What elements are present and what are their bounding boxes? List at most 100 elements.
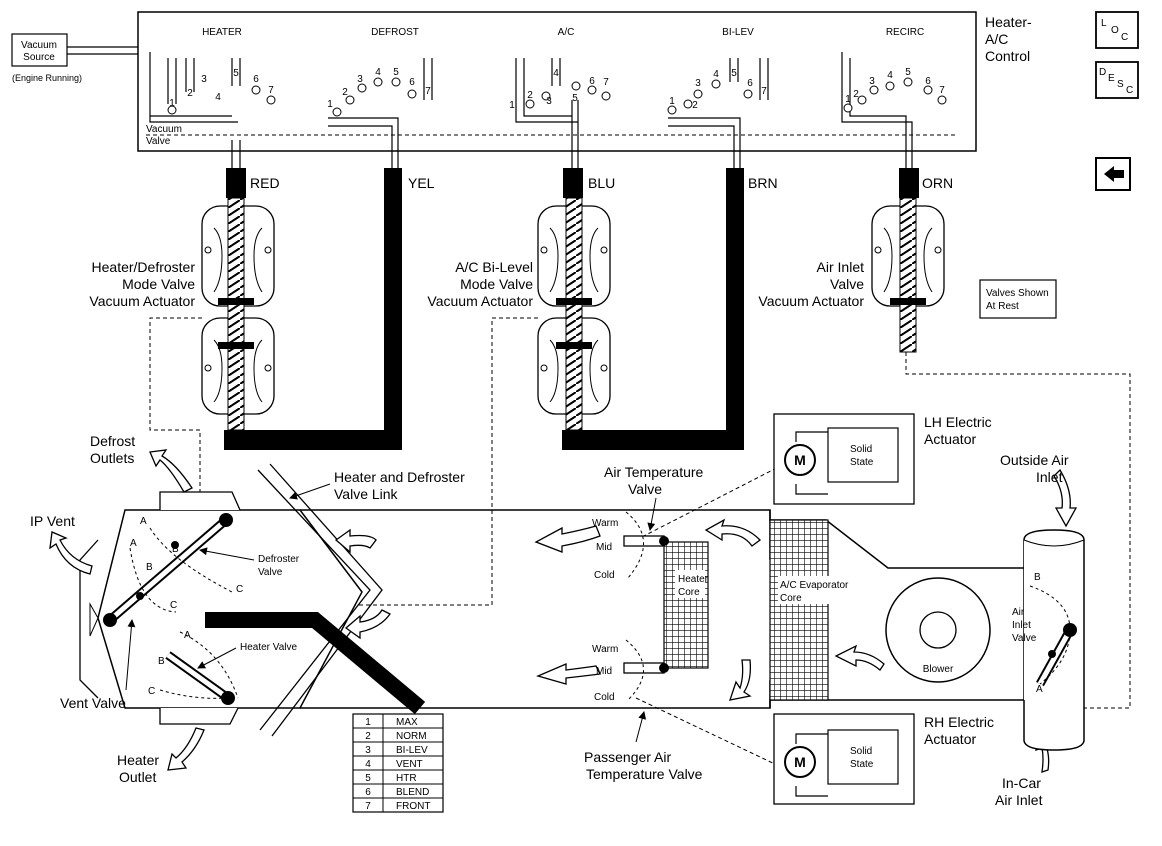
port-number: 4 bbox=[375, 67, 381, 78]
linkage-dashed bbox=[149, 317, 1131, 777]
passenger-valve-label: Passenger Air bbox=[584, 749, 671, 765]
actuator-label: A/C Bi-Level bbox=[455, 259, 533, 275]
port-number: 2 bbox=[853, 89, 859, 100]
solid-state-label-2: State bbox=[850, 759, 874, 770]
rh-actuator-label-2: Actuator bbox=[924, 731, 976, 747]
hose-label-orn: ORN bbox=[922, 175, 953, 191]
vacuum-source-note: (Engine Running) bbox=[12, 73, 82, 83]
defrost-outlets-label: Defrost bbox=[90, 433, 135, 449]
port-number: 1 bbox=[845, 94, 851, 105]
port-number: 1 bbox=[509, 100, 515, 111]
port-number: 4 bbox=[215, 92, 221, 103]
vacuum-source: Vacuum Source (Engine Running) bbox=[11, 33, 138, 83]
air-inlet-valve-label-2: Inlet bbox=[1012, 620, 1031, 631]
legend-number: 3 bbox=[365, 745, 371, 756]
port-number: 2 bbox=[527, 90, 533, 101]
warm-label: Warm bbox=[592, 644, 618, 655]
outside-air-label: Outside Air bbox=[1000, 452, 1069, 468]
control-title-3: Control bbox=[985, 48, 1030, 64]
port-number: 7 bbox=[268, 85, 274, 96]
position-label: A bbox=[1036, 684, 1043, 695]
hose-label-yel: YEL bbox=[408, 175, 435, 191]
heater-module-labels: Defrost Outlets IP Vent Heater and Defro… bbox=[30, 433, 465, 785]
legend-number: 5 bbox=[365, 773, 371, 784]
legend-number: 7 bbox=[365, 801, 371, 812]
port-number: 2 bbox=[692, 100, 698, 111]
vacuum-source-label: Vacuum bbox=[21, 40, 57, 51]
air-inlet-assembly: B A Air Inlet Valve Outside Air Inlet In… bbox=[995, 452, 1085, 808]
legend-mode: HTR bbox=[396, 773, 417, 784]
desc-letter: E bbox=[1108, 73, 1115, 84]
mid-label: Mid bbox=[596, 666, 612, 677]
legend-mode: BLEND bbox=[396, 787, 429, 798]
motor-icon: M bbox=[794, 452, 806, 468]
legend-mode: VENT bbox=[396, 759, 423, 770]
mode-label-recirc: RECIRC bbox=[886, 27, 924, 38]
mode-label-defrost: DEFROST bbox=[371, 27, 419, 38]
loc-button[interactable]: L O C bbox=[1095, 11, 1139, 49]
port-number: 3 bbox=[546, 96, 552, 107]
port-number: 4 bbox=[887, 70, 893, 81]
heater-module: A B C A B C A B C bbox=[79, 463, 426, 737]
port-number: 6 bbox=[253, 74, 259, 85]
actuator-label: Air Inlet bbox=[817, 259, 865, 275]
hose-label-red: RED bbox=[250, 175, 280, 191]
back-button[interactable] bbox=[1095, 157, 1131, 191]
solid-state-label: Solid bbox=[850, 444, 872, 455]
desc-letter: D bbox=[1099, 67, 1106, 78]
heater-core-label-2: Core bbox=[678, 587, 700, 598]
vent-valve-label: Vent Valve bbox=[60, 695, 126, 711]
hose-label-blu: BLU bbox=[588, 175, 615, 191]
actuator-label-2: Mode Valve bbox=[460, 276, 533, 292]
ac-evaporator-label: A/C Evaporator bbox=[780, 580, 849, 591]
legend-number: 2 bbox=[365, 731, 371, 742]
mid-label: Mid bbox=[596, 542, 612, 553]
defroster-valve-label-2: Valve bbox=[258, 567, 283, 578]
port-number: 3 bbox=[357, 74, 363, 85]
air-inlet-valve-label: Air bbox=[1012, 607, 1025, 618]
defroster-valve-label: Defroster bbox=[258, 554, 300, 565]
port-number: 6 bbox=[589, 76, 595, 87]
actuator-label-3: Vacuum Actuator bbox=[758, 293, 864, 309]
blower-label: Blower bbox=[923, 664, 954, 675]
port-number: 5 bbox=[233, 68, 239, 79]
port-number: 7 bbox=[425, 86, 431, 97]
legend-mode: BI-LEV bbox=[396, 745, 428, 756]
in-car-air-label: In-Car bbox=[1002, 775, 1041, 791]
port-number: 4 bbox=[553, 68, 559, 79]
desc-button[interactable]: D E S C bbox=[1095, 61, 1139, 99]
lh-electric-actuator: M Solid State LH Electric Actuator bbox=[773, 413, 992, 505]
position-label: B bbox=[158, 656, 165, 667]
heater-outlet-label: Heater bbox=[117, 752, 159, 768]
port-number: 5 bbox=[393, 67, 399, 78]
air-inlet-valve-label-3: Valve bbox=[1012, 633, 1037, 644]
ac-evaporator-label-2: Core bbox=[780, 593, 802, 604]
desc-letter: S bbox=[1117, 79, 1124, 90]
valves-at-rest-note: Valves Shown At Rest bbox=[979, 279, 1057, 319]
desc-letter: C bbox=[1126, 85, 1133, 96]
motor-icon: M bbox=[794, 754, 806, 770]
solid-state-label: Solid bbox=[850, 746, 872, 757]
back-arrow-icon bbox=[1104, 166, 1124, 182]
position-label: C bbox=[170, 600, 177, 611]
control-title: Heater- bbox=[985, 14, 1032, 30]
port-number: 3 bbox=[695, 78, 701, 89]
mode-label-ac: A/C bbox=[558, 27, 575, 38]
rh-actuator-label: RH Electric bbox=[924, 714, 994, 730]
cold-label: Cold bbox=[594, 570, 615, 581]
port-number: 2 bbox=[187, 88, 193, 99]
lh-actuator-label-2: Actuator bbox=[924, 431, 976, 447]
port-number: 5 bbox=[572, 93, 578, 104]
defrost-outlets-label-2: Outlets bbox=[90, 450, 134, 466]
lh-actuator-label: LH Electric bbox=[924, 414, 992, 430]
port-number: 6 bbox=[747, 78, 753, 89]
actuator-label: Heater/Defroster bbox=[92, 259, 196, 275]
position-label: B bbox=[1034, 572, 1041, 583]
control-ports: 1 2 3 4 5 6 7 1 2 3 4 5 6 7 1 2 bbox=[167, 67, 947, 117]
port-number: 2 bbox=[342, 87, 348, 98]
position-label: B bbox=[146, 562, 153, 573]
mode-label-bilev: BI-LEV bbox=[722, 27, 754, 38]
heater-ac-control-panel: Heater- A/C Control Vacuum Valve HEATER … bbox=[137, 11, 1032, 152]
